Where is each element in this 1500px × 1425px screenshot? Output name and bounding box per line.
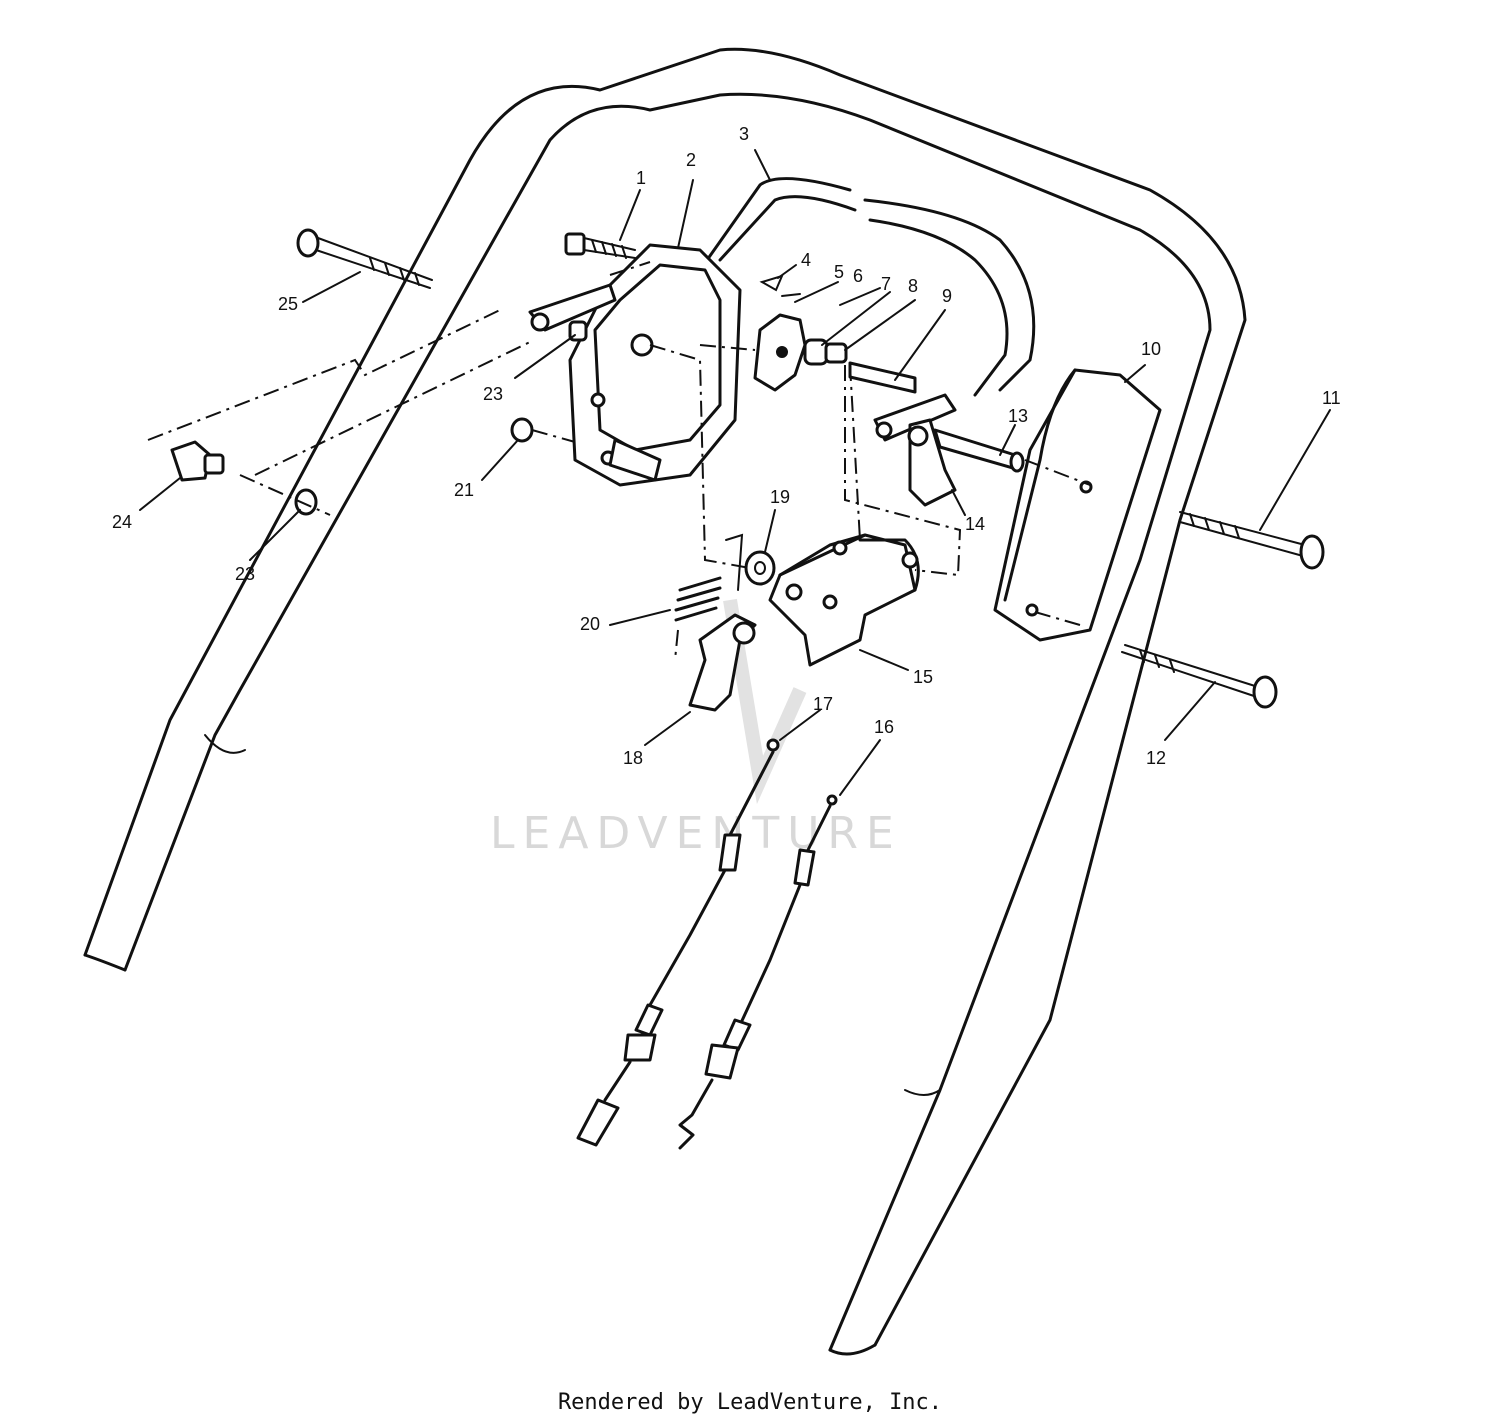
footer-credit: Rendered by LeadVenture, Inc.: [557, 1390, 943, 1415]
bolt-12: [1121, 644, 1278, 709]
callout-23-upper: 23: [483, 384, 503, 404]
callout-23-lower: 23: [235, 564, 255, 584]
callout-2: 2: [686, 150, 696, 170]
bolt-25: [296, 228, 433, 289]
callout-7: 7: [881, 274, 891, 294]
spring-20: [674, 533, 744, 622]
cable-17: [576, 738, 780, 1147]
control-housing: [568, 243, 742, 487]
assembly-lines: [147, 261, 1091, 661]
linkage-arm: [528, 283, 617, 342]
bolt-11: [1179, 511, 1325, 570]
nut-24: [170, 440, 225, 482]
leader-lines: [139, 149, 1331, 796]
callout-15: 15: [913, 667, 933, 687]
cable-16: [678, 794, 838, 1150]
housing-bore: [630, 333, 654, 357]
callout-16: 16: [874, 717, 894, 737]
callout-21: 21: [454, 480, 474, 500]
callout-25: 25: [278, 294, 298, 314]
nut-21: [510, 417, 534, 443]
bracket-15: [768, 533, 920, 667]
handle-frame: [83, 47, 1247, 1356]
callout-9: 9: [942, 286, 952, 306]
lever-14: [907, 418, 957, 507]
lever-arm: [873, 393, 957, 442]
lever-18: [688, 613, 757, 712]
washer-19: [744, 550, 776, 586]
callout-6: 6: [853, 266, 863, 286]
bail-handle: [698, 177, 1036, 397]
callout-1: 1: [636, 168, 646, 188]
callout-labels: 1 2 3 4 5 6 7 8 9 10 11 12 13 14 15 16 1…: [112, 124, 1341, 768]
callout-13: 13: [1008, 406, 1028, 426]
nut-23-lower: [294, 488, 318, 516]
callout-8: 8: [908, 276, 918, 296]
callout-24: 24: [112, 512, 132, 532]
callout-19: 19: [770, 487, 790, 507]
callout-17: 17: [813, 694, 833, 714]
callout-11: 11: [1322, 388, 1341, 408]
callout-5: 5: [834, 262, 844, 282]
housing-hole: [590, 392, 606, 408]
cam-pawl: [753, 313, 807, 392]
tube-13: [933, 428, 1025, 473]
callout-18: 18: [623, 748, 643, 768]
callout-20: 20: [580, 614, 600, 634]
callout-12: 12: [1146, 748, 1166, 768]
watermark-text: LEADVENTURE: [490, 808, 902, 859]
callout-3: 3: [739, 124, 749, 144]
callout-4: 4: [801, 250, 811, 270]
callout-10: 10: [1141, 339, 1161, 359]
bushing-7-8: [803, 338, 848, 366]
parts-4-5-6: [759, 274, 801, 297]
bolt-1: [564, 232, 636, 259]
cover-10: [993, 368, 1162, 642]
callout-14: 14: [965, 514, 985, 534]
